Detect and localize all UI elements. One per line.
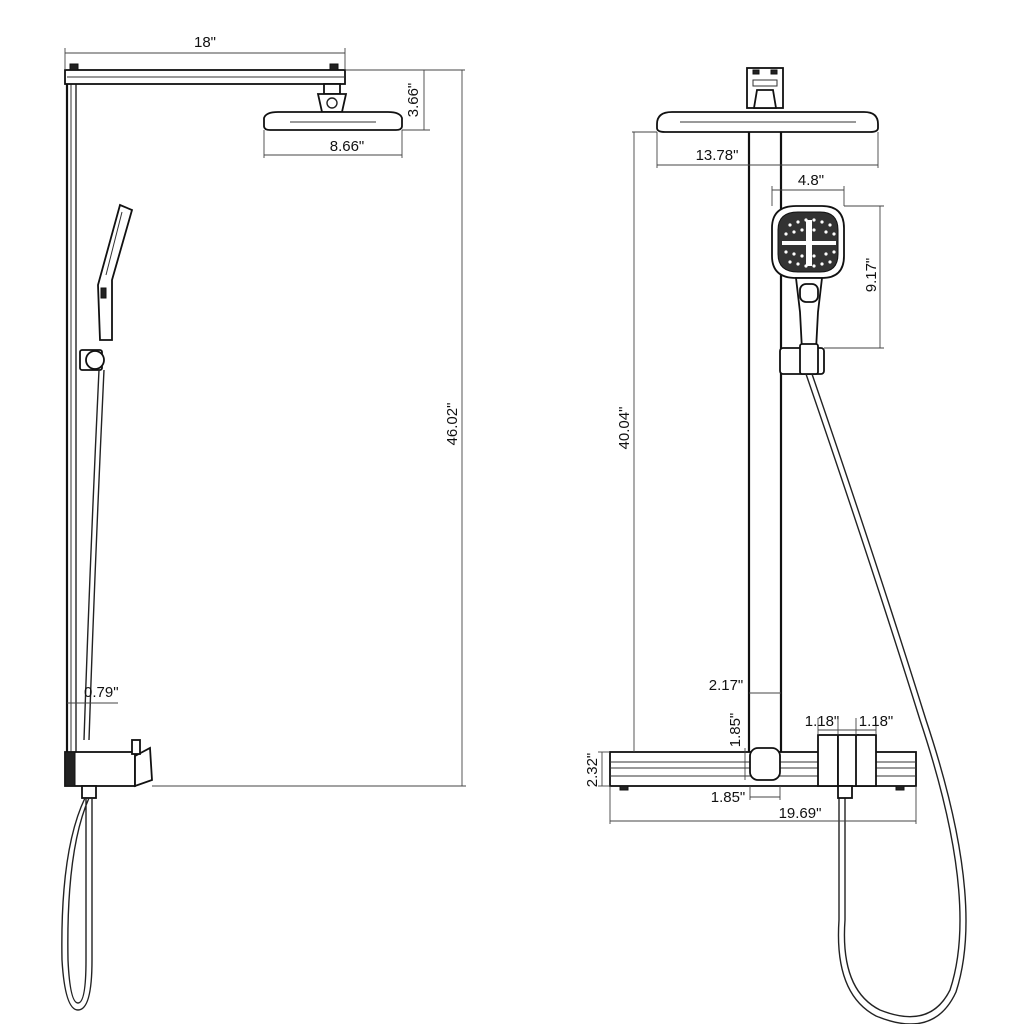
side-hose-connector	[81, 785, 97, 799]
label-front-handle1-width: 1.18"	[805, 713, 840, 730]
front-view: 13.78" 4.8" 9.17" 40.04" 2.17" 1.85" 1.8…	[584, 67, 967, 1024]
side-swivel-pivot	[326, 97, 338, 109]
front-slide-clip	[799, 343, 819, 375]
front-hose-a	[805, 373, 961, 1018]
side-swivel-nut	[323, 83, 341, 95]
front-spray-nozzles	[782, 218, 836, 268]
label-side-total-height: 46.02"	[444, 403, 461, 446]
side-hose-upper-a	[83, 369, 100, 741]
front-hose-b	[811, 373, 967, 1024]
side-hand-shower	[97, 203, 134, 341]
label-front-handle2-width: 1.18"	[859, 713, 894, 730]
label-front-hand-width: 4.8"	[798, 172, 824, 189]
side-valve-body	[64, 751, 136, 787]
front-mount-slot	[752, 79, 778, 87]
side-rain-head	[263, 111, 403, 131]
front-valve-handle-1	[817, 734, 839, 787]
label-front-knob-width: 1.85"	[711, 789, 746, 806]
side-hose-loop-a	[61, 797, 93, 1011]
label-side-head-width: 8.66"	[330, 138, 365, 155]
front-mount-screw-right	[770, 69, 778, 75]
front-valve-handle-3	[855, 734, 877, 787]
side-valve-spout-top	[131, 739, 141, 755]
side-arm-cap-left	[69, 63, 79, 71]
front-hand-shower-button	[799, 283, 819, 303]
front-valve-foot-left	[619, 785, 629, 791]
side-swivel-ball	[316, 93, 348, 113]
side-hand-button	[100, 287, 107, 299]
label-side-pipe-diameter: 0.79"	[84, 684, 119, 701]
side-arm-cap-right	[329, 63, 339, 71]
side-hose-loop-b	[67, 797, 90, 1004]
side-hand-shower-edge	[105, 211, 123, 276]
front-hose-connector	[837, 785, 853, 799]
side-valve-wall-plate	[64, 751, 76, 787]
front-swivel	[752, 89, 778, 109]
side-valve-handle	[134, 746, 153, 788]
side-view: 18" 3.66" 8.66" 46.02" 0.79"	[61, 34, 466, 1011]
front-valve-handle-2	[837, 734, 859, 787]
label-side-head-height: 3.66"	[405, 83, 422, 118]
label-front-pipe-height: 40.04"	[616, 407, 633, 450]
label-front-knob-height: 1.85"	[727, 713, 744, 748]
side-hose-upper-b	[88, 369, 105, 741]
label-front-head-width: 13.78"	[696, 147, 739, 164]
front-center-knob	[749, 747, 781, 781]
front-valve-foot-right	[895, 785, 905, 791]
label-front-valve-height: 2.32"	[584, 753, 601, 788]
label-front-hand-height: 9.17"	[863, 258, 880, 293]
label-side-arm-length: 18"	[194, 34, 216, 51]
label-front-valve-width: 19.69"	[779, 805, 822, 822]
side-slide-knob	[85, 350, 105, 370]
front-mount-screw-left	[752, 69, 760, 75]
label-front-pipe-width: 2.17"	[709, 677, 744, 694]
